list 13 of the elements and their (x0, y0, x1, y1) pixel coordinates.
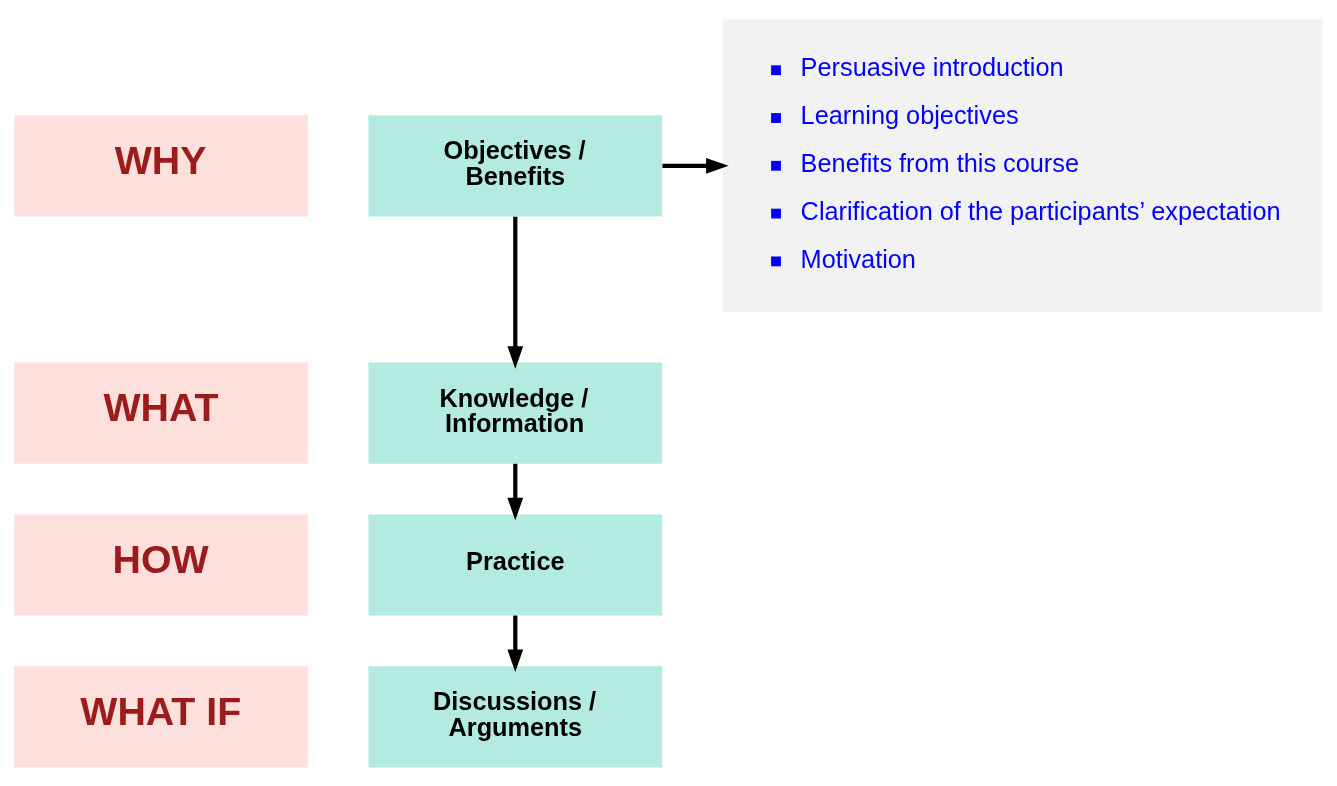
arrow (507, 463, 524, 520)
node-box: WHY (14, 114, 308, 216)
node-box: HOW (14, 513, 308, 616)
node-box: Discussions / Arguments (368, 665, 663, 767)
arrow (507, 216, 524, 369)
arrow (507, 615, 524, 672)
node-box: Knowledge / Information (368, 362, 663, 464)
node-box: WHAT (14, 362, 308, 464)
node-box: Persuasive introduction Learning objectives Benefits from this course Clarification of the participants’ expectation Motivation (722, 19, 1323, 312)
node-box: Objectives / Benefits (368, 114, 663, 216)
node-box: Practice (368, 513, 663, 616)
node-box: WHAT IF (14, 665, 308, 767)
arrow (662, 157, 729, 174)
